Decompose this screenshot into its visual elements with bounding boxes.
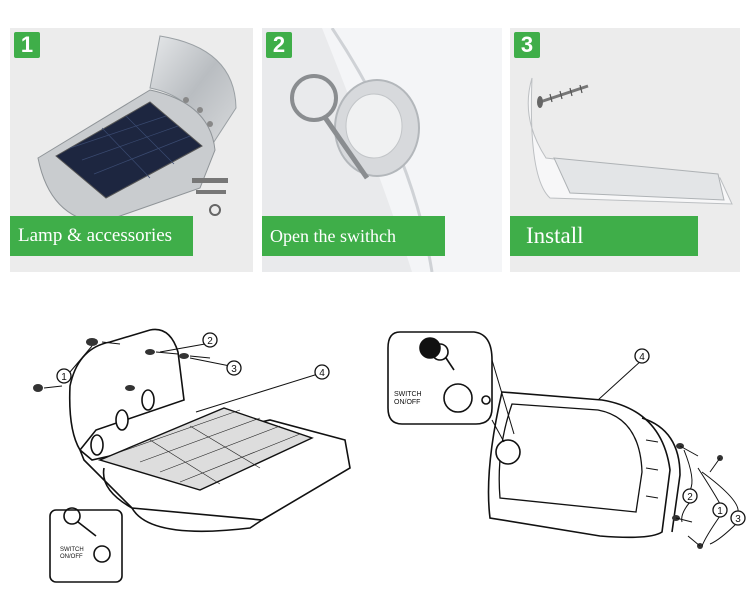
callout-label: 1 xyxy=(61,372,67,383)
callout-label: 3 xyxy=(231,364,237,375)
exploded-diagram: SWITCH ON/OFF 1 2 3 4 xyxy=(33,328,351,583)
step-number-badge: 2 xyxy=(266,32,292,58)
step-number-badge: 1 xyxy=(14,32,40,58)
step-caption: Lamp & accessories xyxy=(10,216,193,256)
switch-label: ON/OFF xyxy=(394,399,420,406)
install-photo xyxy=(527,77,733,205)
switch-label: ON/OFF xyxy=(60,554,83,560)
callout-label: 4 xyxy=(319,368,325,379)
install-diagram: SWITCH ON/OFF 4 2 1 3 xyxy=(387,331,746,549)
callout-label: 4 xyxy=(639,352,645,363)
callout-label: 1 xyxy=(717,506,723,517)
step-caption: Open the swithch xyxy=(262,216,445,256)
step-caption: Install xyxy=(510,216,698,256)
callout-label: 2 xyxy=(207,336,213,347)
step-panel-1: 1 Lamp & accessories xyxy=(10,28,253,272)
step-panel-2: 2 Open the swithch xyxy=(262,28,502,272)
switch-photo xyxy=(290,28,502,272)
lamp-photo xyxy=(37,35,237,224)
step-panel-3: 3 Install xyxy=(510,28,740,272)
step-number-badge: 3 xyxy=(514,32,540,58)
switch-label: SWITCH xyxy=(60,547,84,553)
callout-label: 2 xyxy=(687,492,693,503)
switch-label: SWITCH xyxy=(394,391,422,398)
callout-label: 3 xyxy=(735,514,741,525)
